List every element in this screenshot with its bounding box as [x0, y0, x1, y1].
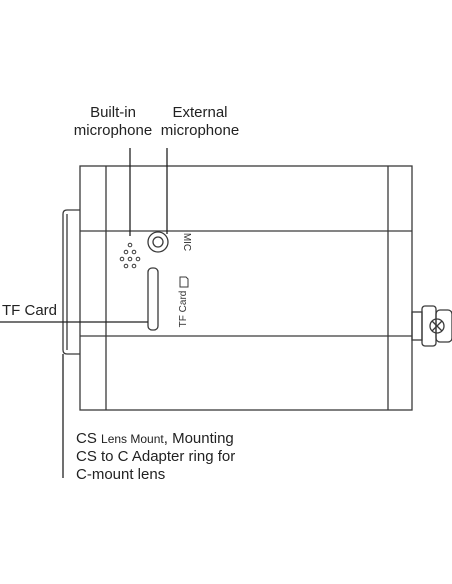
mic-port-inner	[152, 236, 164, 248]
builtin-mic-line2: microphone	[73, 122, 153, 139]
builtin-mic-line1: Built-in	[90, 104, 136, 121]
bnc-pin	[429, 318, 445, 334]
bnc-base	[411, 311, 423, 341]
bnc-body	[435, 309, 452, 343]
external-mic-line1: External	[172, 104, 228, 121]
lens-mount-line3: C-mount lens	[76, 466, 166, 483]
lens-mount-label: CS Lens Mount, Mounting CS to C Adapter …	[76, 430, 235, 484]
tf-slot-marking: TF Card	[178, 291, 189, 328]
lens-mount-line1-b: Lens Mount	[101, 432, 164, 446]
external-microphone-label: External microphone	[150, 104, 250, 140]
camera-body	[79, 165, 413, 411]
lens-mount-line1: CS Lens Mount, Mounting	[76, 430, 235, 448]
mic-port-outer	[147, 231, 169, 253]
external-mic-line2: microphone	[160, 122, 240, 139]
tf-card-slot	[147, 267, 159, 331]
tf-card-label: TF Card	[2, 302, 58, 319]
mic-port-marking: MIC	[181, 233, 192, 251]
lens-mount-line1-a: CS	[76, 430, 97, 447]
tf-card-icon	[179, 276, 189, 288]
builtin-microphone-label: Built-in microphone	[58, 104, 168, 140]
bnc-neck	[421, 305, 437, 347]
lens-mount-ring	[62, 209, 80, 355]
builtin-mic-holes	[119, 242, 141, 269]
lens-mount-line1-c: , Mounting	[163, 430, 234, 447]
lens-mount-line2: CS to C Adapter ring for	[76, 448, 236, 465]
